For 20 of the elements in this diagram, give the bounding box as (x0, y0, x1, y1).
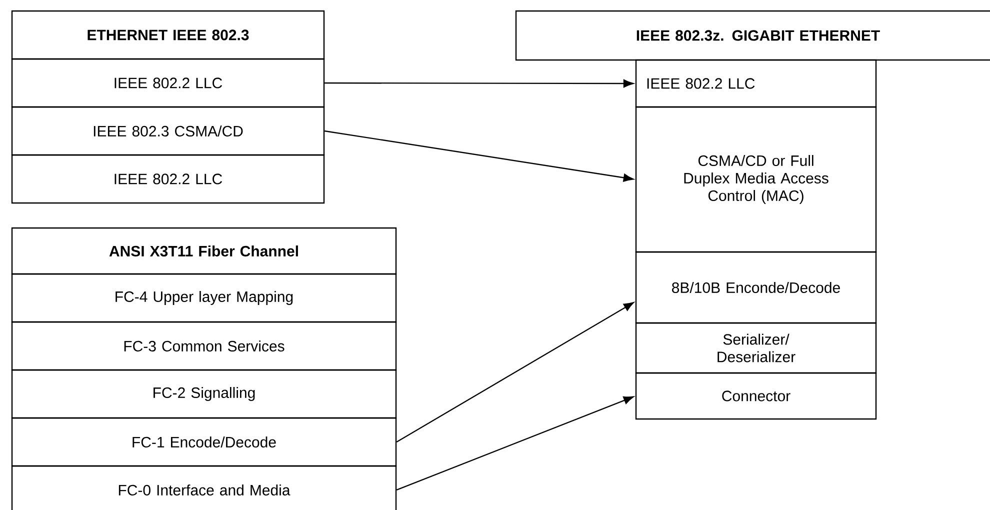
arrow (324, 130, 634, 182)
layer-cell: IEEE 802.2 LLC (635, 59, 877, 108)
arrow (324, 79, 634, 88)
layer-cell: Serializer/ Deserializer (635, 322, 877, 374)
layer-cell: FC-3 Common Services (11, 321, 397, 371)
layer-cell: CSMA/CD or Full Duplex Media Access Control (MAC) (635, 106, 877, 253)
layer-cell: FC-1 Encode/Decode (11, 417, 397, 467)
layer-cell: IEEE 802.2 LLC (11, 154, 325, 204)
arrow (396, 396, 634, 491)
arrow (396, 302, 634, 442)
header-cell: IEEE 802.3z. GIGABIT ETHERNET (515, 10, 990, 61)
layer-cell: IEEE 802.3 CSMA/CD (11, 106, 325, 156)
layer-cell: FC-4 Upper layer Mapping (11, 273, 397, 323)
header-cell: ETHERNET IEEE 802.3 (11, 10, 325, 60)
layer-cell: 8B/10B Enconde/Decode (635, 251, 877, 324)
layer-cell: FC-2 Signalling (11, 369, 397, 419)
layer-cell: IEEE 802.2 LLC (11, 58, 325, 108)
layer-cell: Connector (635, 372, 877, 420)
layer-cell: FC-0 Interface and Media (11, 465, 397, 510)
header-cell: ANSI X3T11 Fiber Channel (11, 227, 397, 275)
